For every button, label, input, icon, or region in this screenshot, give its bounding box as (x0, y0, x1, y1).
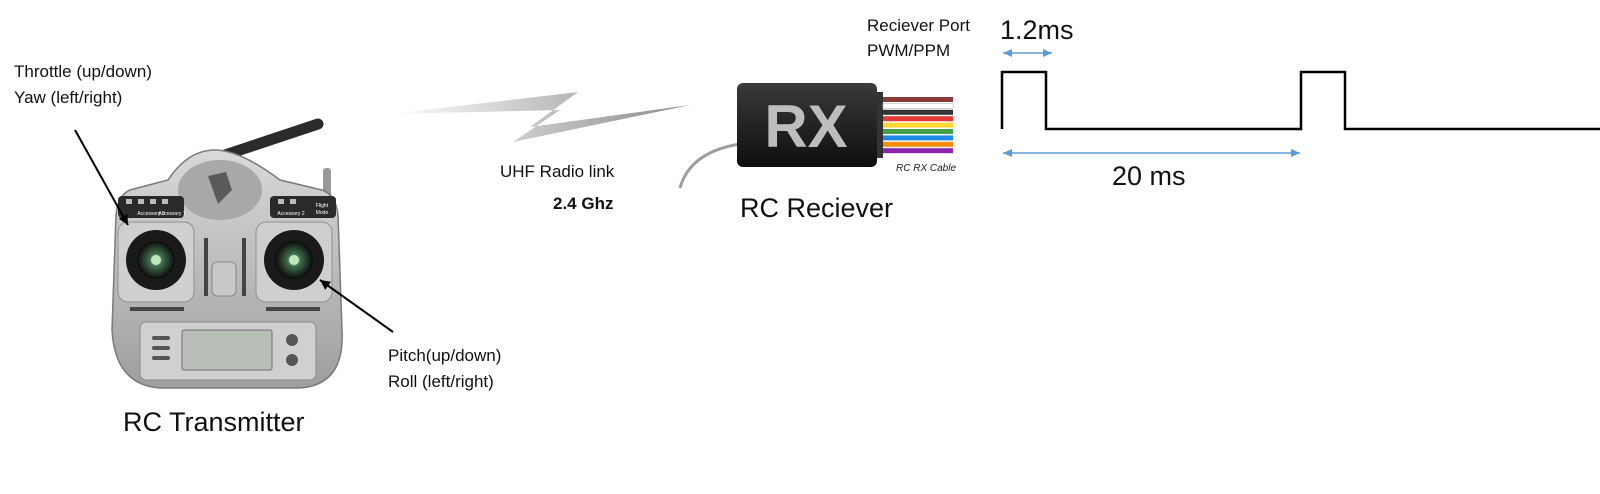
mode-label: Mode (316, 210, 329, 216)
rx-cable-wires (882, 97, 954, 154)
rx-wire-2 (883, 109, 953, 115)
rx-wire-3 (883, 116, 953, 122)
brand-logo-icon (208, 172, 232, 204)
menu-button (286, 334, 298, 346)
receiver-antenna-wire (678, 142, 741, 189)
rx-wire-7 (883, 141, 953, 147)
accessory-0-label: Accessory 0 (137, 211, 164, 217)
throttle-label: Throttle (up/down) (14, 62, 152, 81)
pwm-waveform (1000, 70, 1600, 131)
accessory-1-label: Accessory 1 (158, 211, 185, 217)
rx-wire-8 (883, 148, 953, 154)
right-shoulder-panel (270, 196, 336, 218)
rx-wire-4 (883, 122, 953, 128)
receiver-title: RC Reciever (740, 193, 894, 223)
rc-transmitter-image: Accessory 0 Accessory 1 Accessory 2 Flig… (111, 118, 343, 389)
rx-cable-label: RC RX Cable (896, 163, 956, 174)
yaw-label: Yaw (left/right) (14, 88, 123, 107)
left-trim (204, 238, 208, 296)
pitch-label: Pitch(up/down) (388, 346, 502, 365)
receiver-box (737, 83, 877, 167)
roll-label: Roll (left/right) (388, 372, 494, 391)
port-type-label: PWM/PPM (867, 41, 951, 60)
lcd-screen (181, 329, 273, 371)
radio-link-bolt-icon (390, 92, 690, 142)
period-label: 20 ms (1112, 161, 1186, 191)
rx-wire-0 (883, 97, 953, 102)
accessory-2-label: Accessory 2 (277, 211, 304, 217)
radio-link-label: UHF Radio link (500, 162, 615, 181)
rx-wire-5 (883, 129, 953, 134)
frequency-label: 2.4 Ghz (553, 194, 614, 213)
receiver-port-label: Reciever Port (867, 16, 970, 35)
rx-wire-1 (882, 103, 954, 109)
pitch-roll-pointer (319, 279, 394, 333)
center-handle (211, 261, 237, 297)
flight-label: Flight (316, 203, 329, 209)
pulse-width-label: 1.2ms (1000, 15, 1074, 45)
throttle-yaw-pointer (74, 129, 129, 226)
rx-logo-text: RX (764, 93, 847, 160)
right-trim (242, 238, 246, 296)
rx-wire-6 (883, 135, 953, 141)
transmitter-title: RC Transmitter (123, 407, 305, 437)
receiver-connector (877, 92, 883, 158)
enter-button (286, 354, 298, 366)
